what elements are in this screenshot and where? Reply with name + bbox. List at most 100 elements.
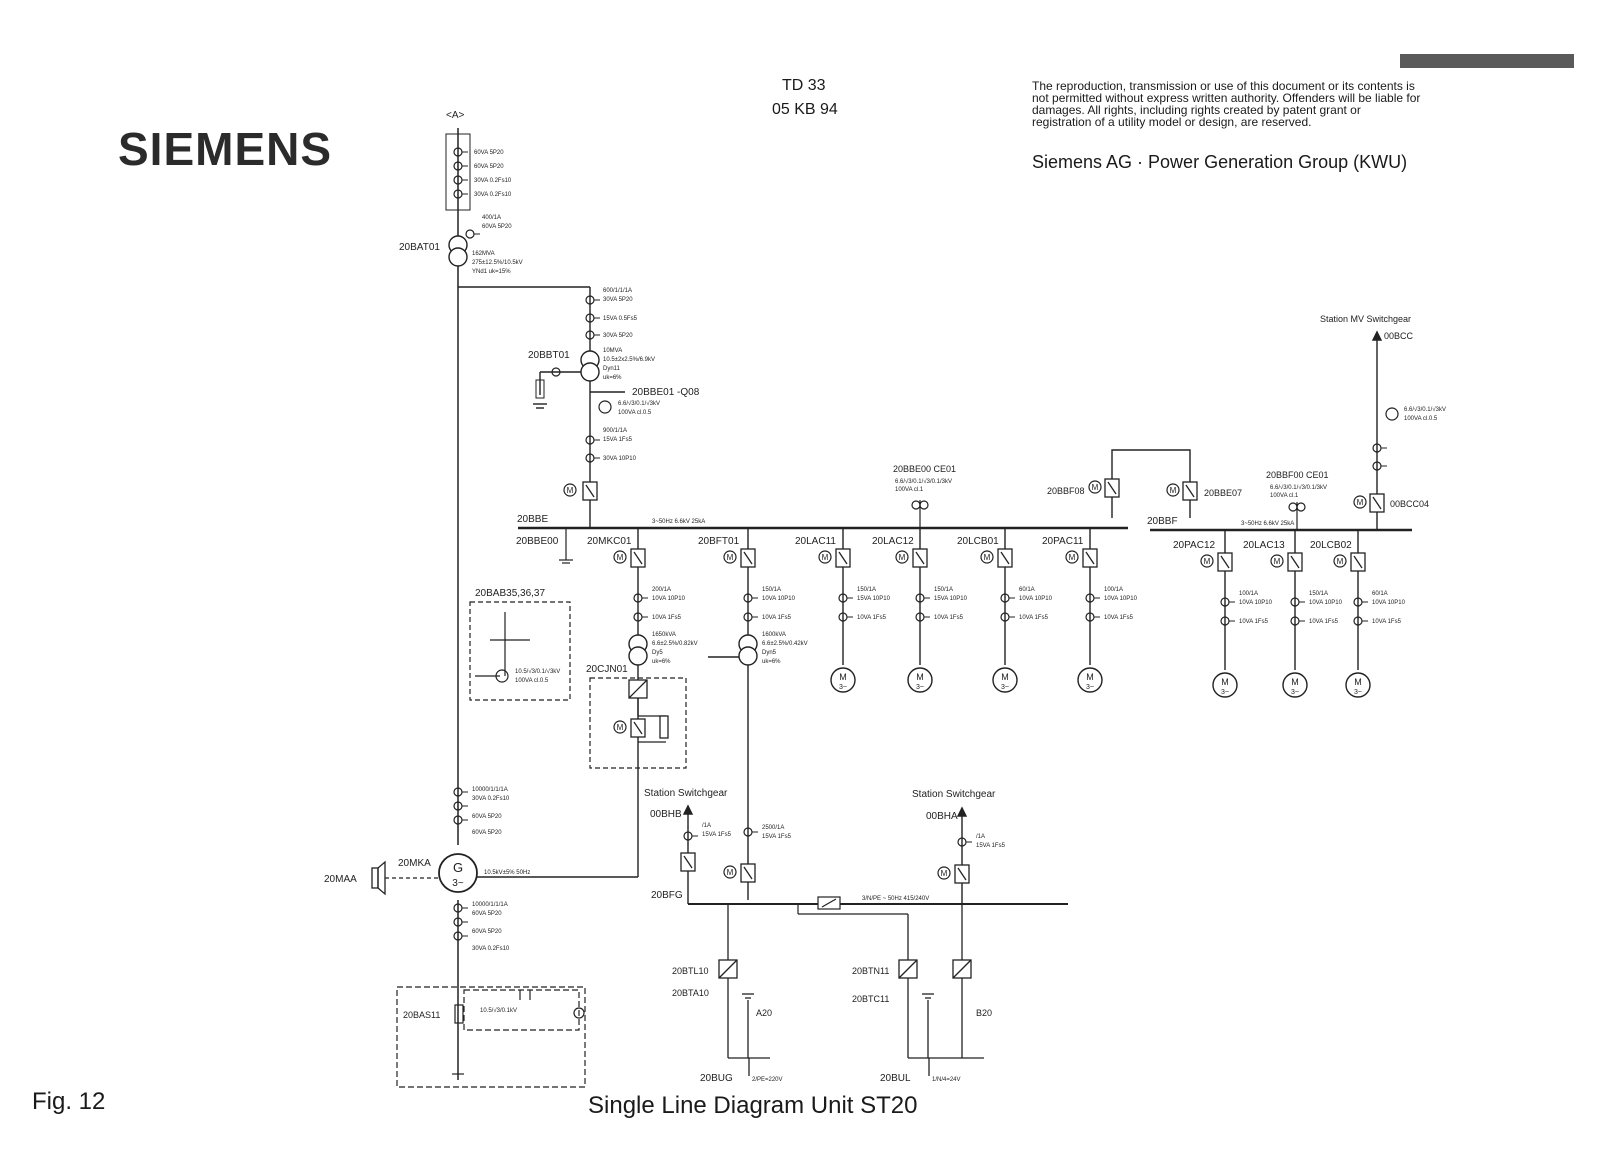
vt-bbe01 [598, 400, 612, 414]
ct-bft-label: 10VA 1Fs5 [762, 615, 792, 621]
motor-feeder-lcb02 [1333, 530, 1371, 698]
mkc-ct [633, 593, 649, 603]
static-converter [628, 679, 669, 743]
station-switchgear-label: Station Switchgear [644, 788, 728, 799]
tag-bul: 20BUL [880, 1073, 911, 1084]
breaker-ccj [630, 718, 646, 738]
bft-ct [743, 593, 759, 603]
tag-lcb02: 20LCB02 [1310, 540, 1352, 551]
mkc-ct [633, 612, 649, 622]
vt-bab-label: 10.5/√3/0.1/√3kV [515, 668, 560, 675]
ct-lcb01-label: 60/1A [1019, 587, 1035, 593]
ct-lcb01-label: 10VA 10P10 [1019, 596, 1053, 602]
tag-btn11: 20BTN11 [852, 966, 889, 976]
ct-bbt-label: 15VA 0.5Fs5 [603, 316, 638, 322]
motor-symbol: 3~ [1086, 684, 1094, 691]
tag-bcc04: 00BCC04 [1390, 499, 1429, 509]
ct-lac11-label: 15VA 10P10 [857, 596, 891, 602]
ct-lcb02-label: 10VA 10P10 [1372, 600, 1406, 606]
tag-bas11: 20BAS11 [403, 1010, 440, 1020]
tag-bha: 00BHA [926, 811, 958, 822]
tr-bft-label: Dyn5 [762, 650, 777, 656]
ct-pac11-label: 100/1A [1104, 587, 1123, 593]
ct-gen-label: 60VA 5P20 [472, 830, 502, 836]
vt-ce-label: 100VA cl.1 [1270, 493, 1299, 499]
generator-symbol: G [453, 860, 463, 875]
motor-symbol: 3~ [916, 684, 924, 691]
bcc-ct [1372, 443, 1388, 453]
motor-operator [1353, 495, 1367, 509]
motor-operator [613, 720, 627, 734]
vt-bcc-label: 100VA cl.0.5 [1404, 416, 1438, 422]
tr-bft-label: 6.6±2.5%/0.42kV [762, 641, 808, 647]
generator-symbol: 3~ [452, 878, 464, 889]
ct-bbt-label: 900/1/1A [603, 428, 627, 434]
a-marker: <A> [446, 110, 465, 121]
neutral-ct [551, 367, 561, 377]
motor-symbol: 3~ [1001, 684, 1009, 691]
busbar-bbe-rating: 3~50Hz 6.6kV 25kA [652, 519, 705, 525]
ct-lac13-label: 10VA 10P10 [1309, 600, 1343, 606]
breaker-bbt [582, 481, 598, 501]
tr-bbt-label: uk=6% [603, 375, 622, 381]
motor-symbol: M [916, 672, 924, 682]
ct-bbt-label: 30VA 10P10 [603, 456, 637, 462]
tag-btl10: 20BTL10 [672, 966, 709, 976]
transformer-mkc01 [628, 634, 648, 666]
tr-bbt-label: 10MVA [603, 348, 622, 354]
ct-bhb-label: 15VA 1Fs5 [762, 834, 792, 840]
tag-bug: 20BUG [700, 1073, 733, 1084]
tr-bat-label: YNd1 uk=15% [472, 269, 511, 275]
ct-pac11-label: 10VA 10P10 [1104, 596, 1138, 602]
ct-bft-label: 150/1A [762, 587, 781, 593]
tag-lac11: 20LAC11 [795, 536, 836, 547]
motor-feeder-pac12 [1200, 530, 1238, 698]
ct-gen-label: 30VA 0.2Fs10 [472, 946, 510, 952]
tr-mkc-label: 6.6±2.5%/0.82kV [652, 641, 698, 647]
motor-symbol: M [1221, 677, 1229, 687]
tag-btc11: 20BTC11 [852, 994, 889, 1004]
ct-bbt-label: 15VA 1Fs5 [603, 437, 633, 443]
motor-feeder-pac11 [1065, 528, 1103, 693]
ct-bat-label: 30VA 0.2Fs10 [474, 178, 512, 184]
motor-operator [1088, 480, 1102, 494]
tag-bbe00: 20BBE00 [516, 536, 559, 547]
motor-operator [723, 550, 737, 564]
ct-lac12-label: 15VA 10P10 [934, 596, 968, 602]
tag-bcc: 00BCC [1384, 331, 1414, 341]
tr-mkc-label: uk=6% [652, 659, 671, 665]
tag-mka: 20MKA [398, 858, 431, 869]
ct-mkc-label: 200/1A [652, 587, 671, 593]
transformer-bft01 [738, 634, 758, 666]
ct-bbt-label: 30VA 5P20 [603, 333, 633, 339]
ct-lcb02-label: 60/1A [1372, 591, 1388, 597]
generator-rating: 10.5kV±5% 50Hz [484, 870, 530, 876]
tag-a20: A20 [756, 1008, 772, 1018]
breaker-bbe07 [1182, 481, 1198, 501]
ct-pac12-label: 10VA 10P10 [1239, 600, 1273, 606]
ct-mkc-label: 10VA 10P10 [652, 596, 686, 602]
breaker-mkc01 [630, 548, 646, 568]
bcc-ct [1372, 461, 1388, 471]
tag-bbt01: 20BBT01 [528, 350, 570, 361]
motor-feeder-lac12 [895, 528, 933, 693]
station-switchgear-label: Station Switchgear [912, 789, 996, 800]
tag-maa: 20MAA [324, 874, 357, 885]
vt-ce-label: 6.6/√3/0.1/√3/0.1/3kV [1270, 484, 1327, 491]
tag-bft01: 20BFT01 [698, 536, 740, 547]
motor-symbol: M [1354, 677, 1362, 687]
breaker-bbf08 [1104, 478, 1120, 498]
bft-ct [743, 612, 759, 622]
tr-bft-label: 1600kVA [762, 632, 786, 638]
motor-operator [613, 550, 627, 564]
feeder-bft01 [708, 528, 749, 900]
ct-lac11-label: 150/1A [857, 587, 876, 593]
breaker-bft01 [740, 548, 756, 568]
doc-code-td: TD 33 [782, 77, 826, 94]
tag-pac11: 20PAC11 [1042, 536, 1084, 547]
tr-bft-label: uk=6% [762, 659, 781, 665]
breaker-bft-lv [740, 863, 756, 883]
tr-mkc-label: Dy5 [652, 650, 663, 656]
vt-ce-label: 100VA cl.1 [895, 487, 924, 493]
bha-ct [957, 837, 973, 847]
